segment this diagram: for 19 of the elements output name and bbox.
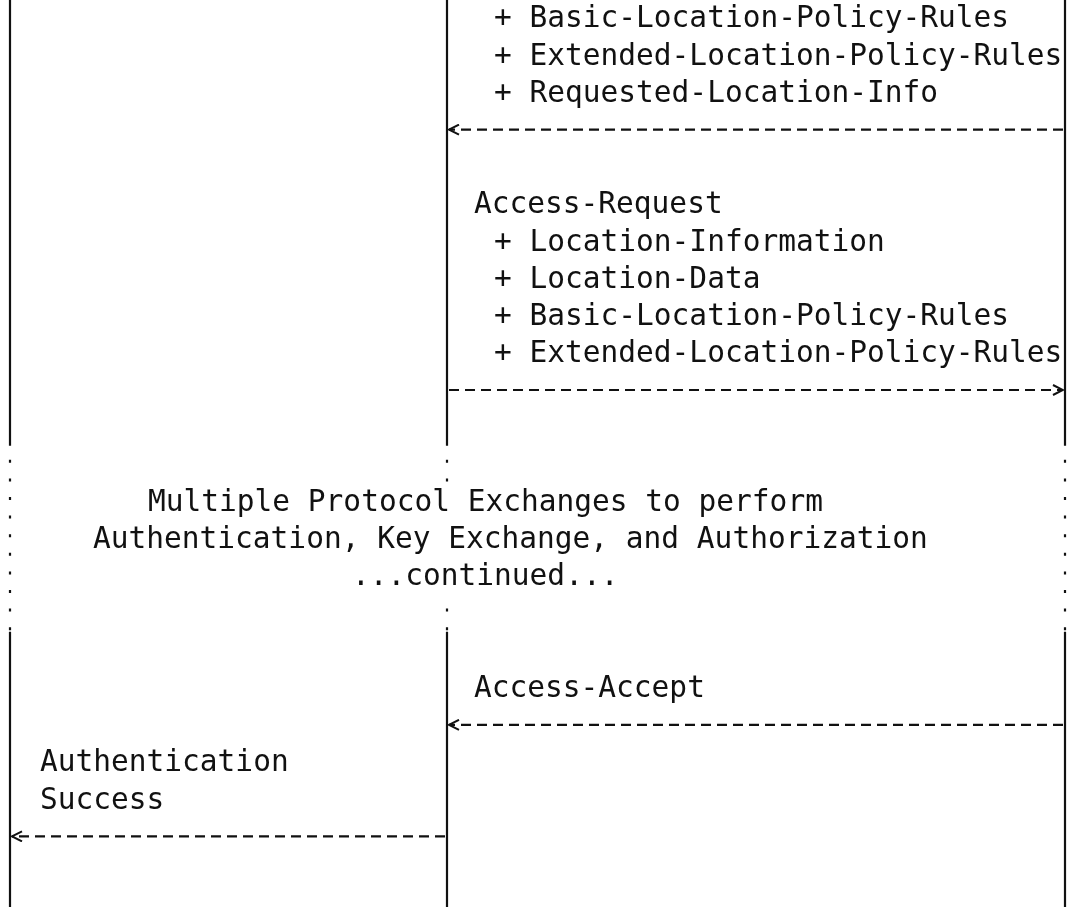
message-name: Access-Accept: [474, 669, 705, 706]
note-text: Authentication, Key Exchange, and Authorization: [93, 520, 928, 558]
attribute-text: + Extended-Location-Policy-Rules: [494, 334, 1063, 372]
attribute-text: + Location-Data: [494, 259, 761, 297]
message-name: Authentication Success: [40, 743, 290, 818]
arrow: [448, 123, 1063, 136]
note-text: ...continued...: [352, 557, 619, 595]
note-text: Multiple Protocol Exchanges to perform: [148, 483, 823, 520]
attribute-text: + Basic-Location-Policy-Rules: [494, 0, 1010, 37]
attribute-text: + Location-Information: [494, 222, 885, 260]
arrow: [448, 718, 1063, 731]
attribute-text: + Requested-Location-Info: [494, 73, 938, 111]
arrow: [449, 384, 1064, 396]
arrow: [11, 830, 445, 843]
attribute-text: + Extended-Location-Policy-Rules: [494, 36, 1063, 74]
attribute-text: + Basic-Location-Policy-Rules: [494, 297, 1010, 334]
message-name: Access-Request: [474, 185, 723, 223]
lifeline: [8, 0, 12, 907]
lifeline: [1063, 0, 1067, 907]
